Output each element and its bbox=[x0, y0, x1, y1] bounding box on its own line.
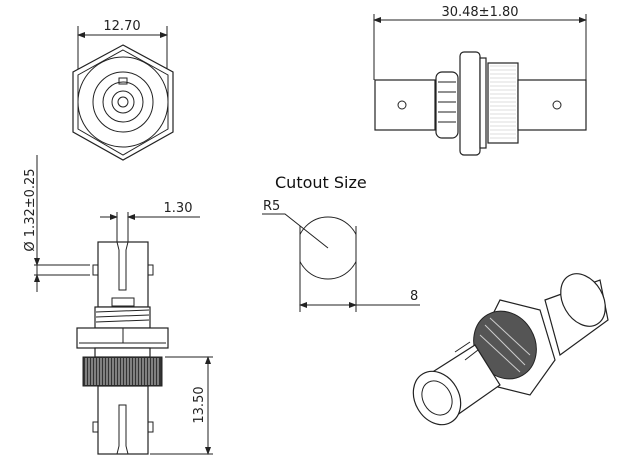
side-view: 30.48±1.80 bbox=[373, 5, 587, 156]
pin-diameter-dimension: Ø 1.32±0.25 bbox=[23, 168, 38, 251]
front-view: 1.30 Ø 1.32±0.25 13.50 bbox=[23, 155, 213, 455]
height-dimension: 13.50 bbox=[192, 386, 207, 423]
radius-label: R5 bbox=[263, 199, 280, 214]
cutout-width-dimension: 8 bbox=[410, 289, 418, 304]
hex-end-view: 12.70 bbox=[72, 19, 174, 161]
width-dimension: 12.70 bbox=[103, 19, 140, 34]
length-dimension: 30.48±1.80 bbox=[441, 5, 518, 20]
cutout-title: Cutout Size bbox=[275, 173, 367, 192]
cutout-size: Cutout Size R5 8 bbox=[262, 173, 420, 312]
slot-dimension: 1.30 bbox=[164, 201, 193, 216]
isometric-view bbox=[412, 273, 609, 426]
